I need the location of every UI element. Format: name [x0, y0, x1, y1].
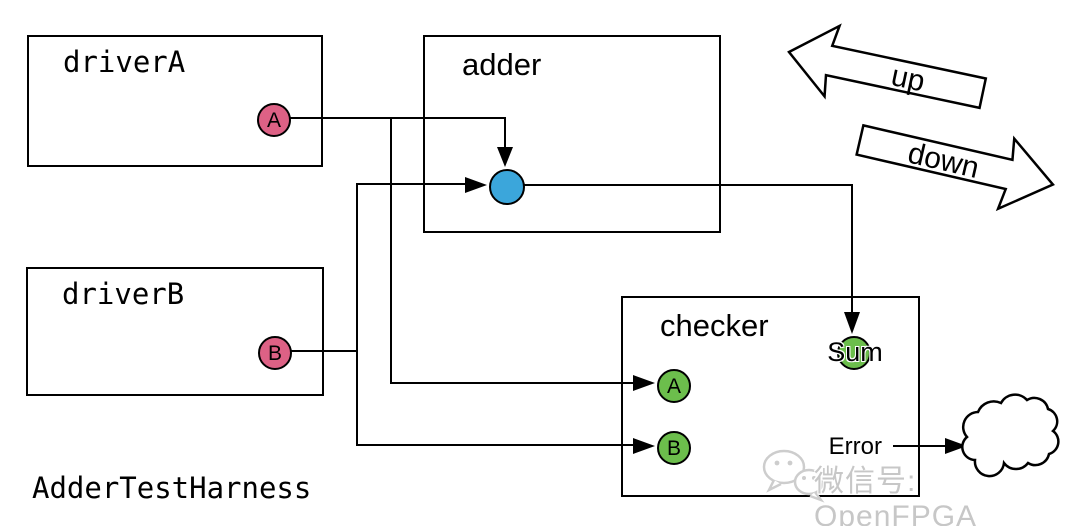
flow-arrow-down-label: down — [905, 137, 982, 185]
port-b-in-label: B — [666, 436, 681, 460]
arrowhead-into-checker-sum — [844, 312, 860, 334]
error-cloud — [961, 393, 1060, 478]
arrowhead-into-checker-a — [633, 375, 655, 391]
port-a-out-drivera: A — [257, 103, 291, 137]
module-label-driverb: driverB — [62, 277, 185, 311]
flow-arrow-down-shape — [855, 123, 1055, 212]
port-sum-in-checker — [837, 336, 871, 370]
wire-b-to-checker — [356, 351, 634, 446]
module-box-driverb: driverB B — [26, 267, 324, 396]
flow-arrow-up-label: up — [888, 59, 928, 98]
arrowhead-into-adder-top — [497, 147, 513, 167]
wire-a-to-checker — [390, 118, 634, 384]
wire-sum-to-checker — [523, 184, 853, 313]
wire-a-to-adder — [289, 117, 506, 148]
port-a-in-checker: A — [657, 369, 691, 403]
port-a-in-label: A — [666, 374, 681, 398]
wire-b-to-adder — [356, 183, 466, 351]
module-label-checker: checker — [660, 308, 769, 343]
watermark-text: 微信号: OpenFPGA — [814, 465, 978, 526]
arrowhead-into-cloud — [945, 438, 967, 454]
module-label-adder: adder — [462, 47, 542, 82]
module-box-adder: adder — [423, 35, 721, 233]
flow-arrow-up-shape — [787, 23, 988, 110]
port-node-adder — [489, 169, 525, 205]
port-b-out-driverb: B — [258, 336, 292, 370]
port-b-in-checker: B — [657, 431, 691, 465]
flow-arrow-down: down — [855, 123, 1055, 212]
port-sum-label: Sum — [827, 337, 883, 367]
port-a-out-label: A — [266, 108, 281, 132]
harness-title: AdderTestHarness — [32, 471, 312, 505]
module-box-checker: checker A B — [621, 296, 920, 497]
flow-arrow-up: up — [787, 23, 988, 110]
port-error-label: Error — [828, 433, 882, 460]
arrowhead-into-checker-b — [633, 438, 655, 454]
arrowhead-into-adder-left — [465, 177, 487, 193]
port-b-out-label: B — [267, 341, 282, 365]
module-label-drivera: driverA — [63, 45, 186, 79]
module-box-drivera: driverA A — [27, 35, 323, 167]
wechat-icon — [762, 449, 825, 503]
